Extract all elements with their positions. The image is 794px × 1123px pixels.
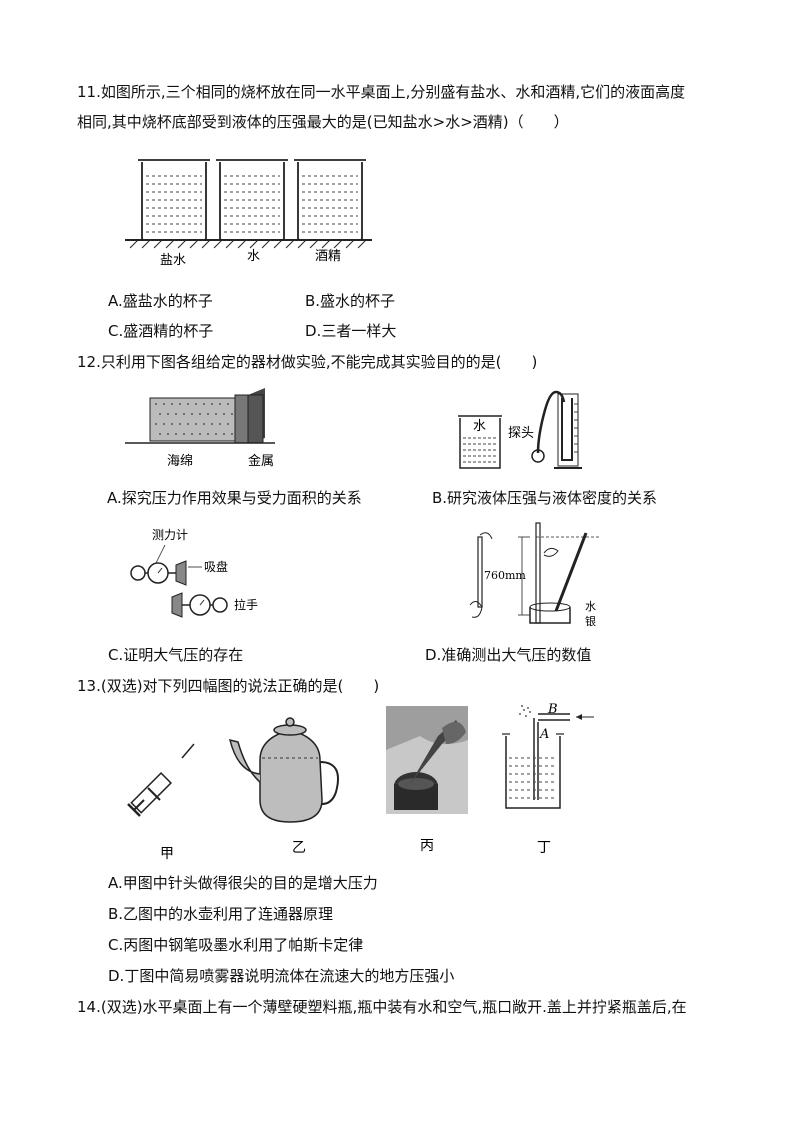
q11-option-b: B.盛水的杯子	[305, 292, 396, 310]
q12-option-c: C.证明大气压的存在	[108, 646, 244, 664]
svg-text:B: B	[547, 702, 558, 717]
label-bing: 丙	[420, 838, 434, 854]
q11-beakers-figure: 盐水 水 酒精	[125, 159, 372, 268]
sprayer-figure	[502, 713, 594, 809]
q12-option-d: D.准确测出大气压的数值	[425, 646, 592, 664]
svg-text:水: 水	[473, 419, 486, 434]
q11-stem-line2: 相同,其中烧杯底部受到液体的压强最大的是(已知盐水>水>酒精)（ ）	[77, 113, 569, 131]
label-saltwater: 盐水	[160, 253, 186, 268]
svg-text:吸盘: 吸盘	[204, 559, 228, 574]
svg-text:金属: 金属	[248, 453, 274, 469]
q13-option-a: A.甲图中针头做得很尖的目的是增大压力	[108, 874, 378, 892]
q13-option-d: D.丁图中简易喷雾器说明流体在流速大的地方压强小	[108, 967, 455, 985]
q12-fig-b: 水 探头	[458, 390, 582, 469]
beaker-water	[216, 159, 288, 241]
q11-stem-line1: 11.如图所示,三个相同的烧杯放在同一水平桌面上,分别盛有盐水、水和酒精,它们的…	[77, 83, 686, 101]
label-jia: 甲	[160, 846, 174, 862]
pen-ink-photo	[386, 706, 468, 814]
svg-text:拉手: 拉手	[234, 597, 258, 612]
q11-option-d: D.三者一样大	[305, 322, 397, 340]
q11-option-a: A.盛盐水的杯子	[108, 292, 213, 310]
q14-stem: 14.(双选)水平桌面上有一个薄壁硬塑料瓶,瓶中装有水和空气,瓶口敞开.盖上并拧…	[77, 998, 687, 1016]
label-yi: 乙	[292, 840, 306, 856]
teapot-figure	[228, 717, 339, 823]
q13-option-b: B.乙图中的水壶利用了连通器原理	[108, 905, 334, 923]
svg-text:A: A	[539, 727, 549, 742]
label-alcohol: 酒精	[315, 249, 341, 264]
q12-option-a: A.探究压力作用效果与受力面积的关系	[107, 489, 362, 507]
q13-stem: 13.(双选)对下列四幅图的说法正确的是( )	[77, 677, 380, 695]
svg-text:探头: 探头	[508, 426, 534, 441]
label-ding: 丁	[537, 840, 551, 856]
beaker-saltwater	[138, 159, 210, 241]
q13-option-c: C.丙图中钢笔吸墨水利用了帕斯卡定律	[108, 936, 364, 954]
q12-fig-c: 测力计 吸盘 拉手	[130, 528, 258, 618]
svg-text:测力计: 测力计	[152, 528, 188, 542]
svg-text:水: 水	[585, 600, 596, 613]
q12-fig-d: 760mm 水 银	[469, 522, 600, 628]
svg-text:银: 银	[585, 614, 596, 628]
q13-figures: 甲 乙 丙 B A 丁	[127, 702, 594, 862]
q12-fig-a: 海绵 金属	[125, 388, 275, 469]
q12-stem: 12.只利用下图各组给定的器材做实验,不能完成其实验目的的是( )	[77, 353, 538, 371]
svg-text:海绵: 海绵	[167, 454, 193, 469]
q11-option-c: C.盛酒精的杯子	[108, 322, 214, 340]
svg-text:760mm: 760mm	[484, 569, 526, 582]
q12-option-b: B.研究液体压强与液体密度的关系	[432, 489, 658, 507]
beaker-alcohol	[294, 159, 366, 241]
syringe-figure	[127, 743, 195, 817]
label-water: 水	[247, 249, 260, 264]
